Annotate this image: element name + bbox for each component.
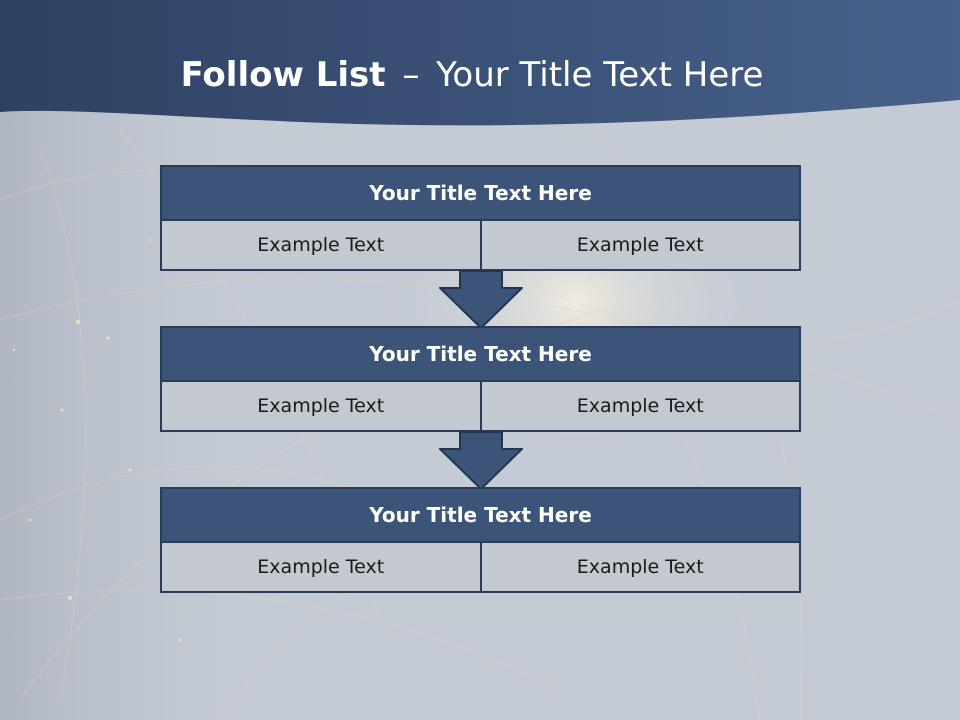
step-box-3: Your Title Text Here Example Text Exampl… <box>160 487 801 593</box>
down-arrow-icon <box>439 431 523 491</box>
slide-title: Follow List – Your Title Text Here <box>0 52 944 98</box>
step-left-text: Example Text <box>160 382 482 432</box>
step-right-text: Example Text <box>481 221 801 271</box>
step-right-text: Example Text <box>481 382 801 432</box>
slide-title-separator: – <box>402 55 420 95</box>
step-right-text: Example Text <box>481 543 801 593</box>
down-arrow-icon <box>439 270 523 330</box>
slide-title-rest: Your Title Text Here <box>436 55 764 95</box>
step-box-1: Your Title Text Here Example Text Exampl… <box>160 165 801 271</box>
step-left-text: Example Text <box>160 221 482 271</box>
step-title: Your Title Text Here <box>160 487 801 543</box>
step-left-text: Example Text <box>160 543 482 593</box>
step-box-2: Your Title Text Here Example Text Exampl… <box>160 326 801 432</box>
step-title: Your Title Text Here <box>160 326 801 382</box>
step-title: Your Title Text Here <box>160 165 801 221</box>
slide-title-bold: Follow List <box>180 55 386 95</box>
